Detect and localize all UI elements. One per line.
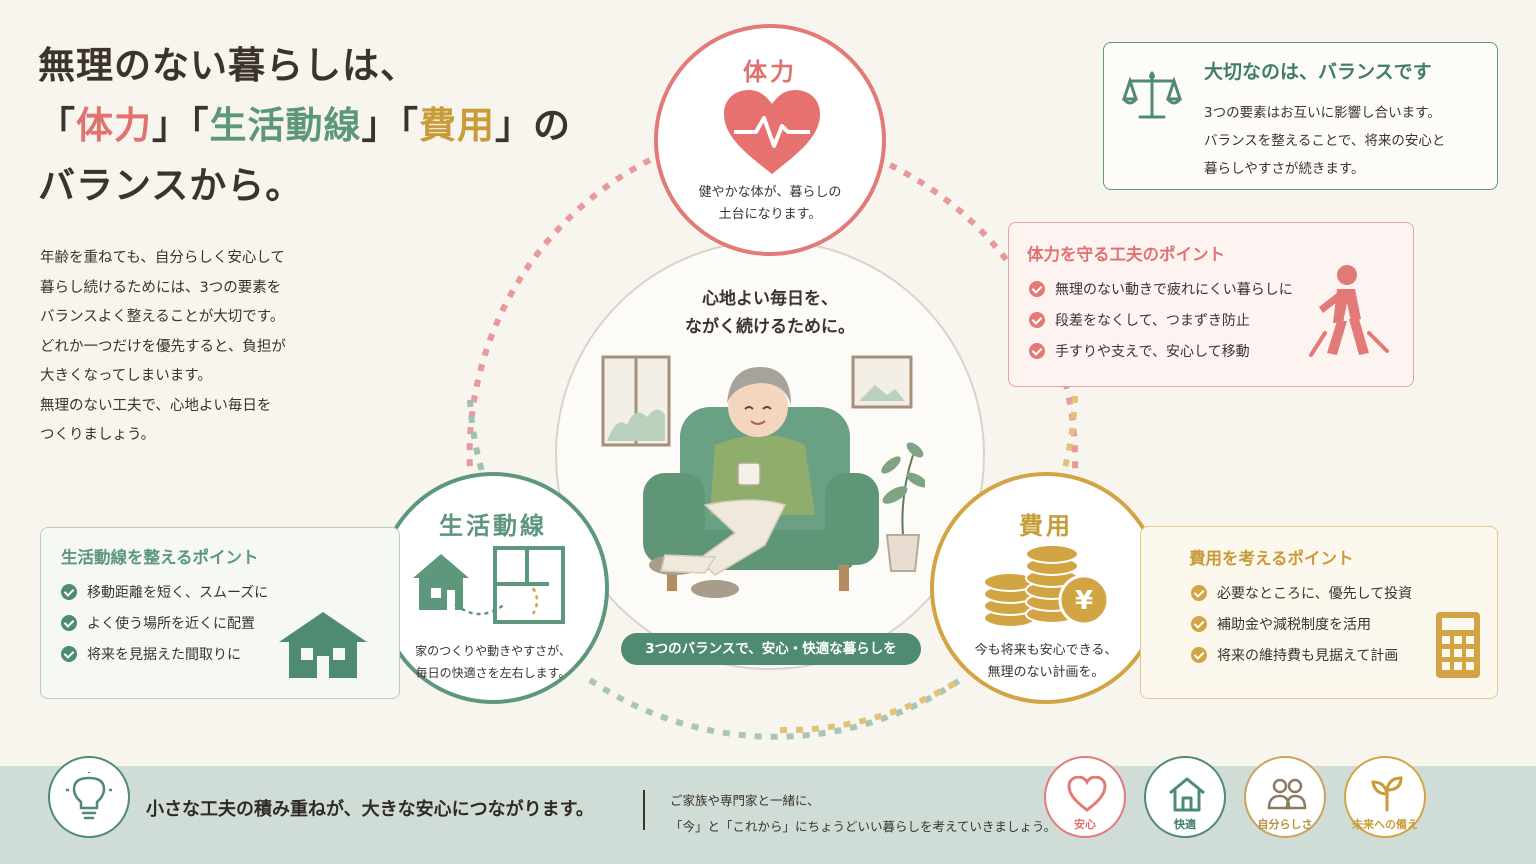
list-item: 補助金や減税制度を活用: [1191, 608, 1412, 639]
calculator-icon: [1436, 612, 1480, 678]
center-title: 心地よい毎日を、 ながく続けるために。: [685, 289, 855, 337]
list-item: 必要なところに、優先して投資: [1191, 577, 1412, 608]
heart-icon: [1067, 776, 1107, 812]
footer-badge-jibunrashisa: 自分らしさ: [1244, 756, 1326, 838]
node-physical-description: 健やかな体が、暮らしの 土台になります。: [698, 185, 842, 222]
cost-points-list: 必要なところに、優先して投資 補助金や減税制度を活用 将来の維持費も見据えて計画: [1191, 577, 1412, 670]
heart-pulse-icon: [724, 90, 820, 174]
footer-sub-message: ご家族や専門家と一緒に、 「今」と「これから」にちょうどいい暮らしを考えていきま…: [670, 793, 1057, 834]
footer-divider: [643, 790, 645, 830]
list-item: 無理のない動きで疲れにくい暮らしに: [1029, 273, 1293, 304]
cost-points-panel: 費用を考えるポイント 必要なところに、優先して投資 補助金や減税制度を活用 将来…: [1140, 526, 1498, 699]
people-icon: [1267, 778, 1307, 810]
headline-line-2: 「体力」「生活動線」「費用」の: [38, 104, 571, 147]
list-item: よく使う場所を近くに配置: [61, 607, 268, 638]
house-icon: [1169, 777, 1205, 812]
check-icon: [61, 614, 77, 631]
footer-badge-mirai: 未来への備え: [1344, 756, 1426, 838]
node-living-title: 生活動線: [439, 512, 547, 540]
elderly-woman-armchair-illustration: [601, 355, 925, 598]
headline-term-cost: 費用: [419, 104, 495, 147]
footer-bulb-badge: [48, 756, 130, 838]
check-icon: [1191, 584, 1207, 601]
list-item: 将来を見据えた間取りに: [61, 638, 268, 669]
physical-points-title: 体力を守る工夫のポイント: [1027, 245, 1225, 264]
node-cost-description: 今も将来も安心できる、 無理のない計画を。: [974, 643, 1118, 680]
headline-term-physical: 体力: [76, 104, 152, 147]
footer-badge-kaiteki: 快適: [1144, 756, 1226, 838]
physical-points-list: 無理のない動きで疲れにくい暮らしに 段差をなくして、つまずき防止 手すりや支えで…: [1029, 273, 1293, 366]
node-living-description: 家のつくりや動きやすさが、 毎日の快適さを左右します。: [415, 644, 571, 680]
physical-points-panel: 体力を守る工夫のポイント 無理のない動きで疲れにくい暮らしに 段差をなくして、つ…: [1008, 222, 1414, 387]
check-icon: [61, 583, 77, 600]
check-icon: [1191, 646, 1207, 663]
footer-badge-anshin: 安心: [1044, 756, 1126, 838]
center-balance-badge: 3つのバランスで、安心・快適な暮らしを: [621, 633, 921, 665]
svg-text:¥: ¥: [1075, 586, 1093, 616]
check-icon: [1029, 311, 1045, 328]
balance-title: 大切なのは、バランスです: [1204, 61, 1432, 83]
node-living: 生活動線 家のつくりや動きやすさが、 毎日の快適さを左右します。: [377, 472, 609, 704]
walking-person-icon: [1309, 265, 1389, 357]
list-item: 手すりや支えで、安心して移動: [1029, 335, 1293, 366]
node-cost: 費用 ¥ 今も将来も安心できる、 無理のない計画を。: [930, 472, 1162, 704]
coins-yen-icon: ¥: [983, 544, 1110, 628]
headline-term-living: 生活動線: [209, 104, 362, 147]
check-icon: [61, 645, 77, 662]
living-points-title: 生活動線を整えるポイント: [61, 548, 259, 567]
footer-main-message: 小さな工夫の積み重ねが、大きな安心につながります。: [146, 799, 594, 820]
check-icon: [1191, 615, 1207, 632]
headline-line-1: 無理のない暮らしは、: [38, 44, 418, 87]
headline: 無理のない暮らしは、 「体力」「生活動線」「費用」の バランスから。: [38, 36, 598, 216]
check-icon: [1029, 342, 1045, 359]
check-icon: [1029, 280, 1045, 297]
living-points-panel: 生活動線を整えるポイント 移動距離を短く、スムーズに よく使う場所を近くに配置 …: [40, 527, 400, 699]
list-item: 段差をなくして、つまずき防止: [1029, 304, 1293, 335]
list-item: 移動距離を短く、スムーズに: [61, 576, 268, 607]
balance-body: 3つの要素はお互いに影響し合います。 バランスを整えることで、将来の安心と 暮ら…: [1204, 105, 1446, 177]
intro-text: 年齢を重ねても、自分らしく安心して 暮らし続けるためには、3つの要素を バランス…: [40, 250, 286, 443]
scale-balance-icon: [1122, 71, 1182, 119]
headline-line-3: バランスから。: [38, 164, 304, 207]
living-points-list: 移動距離を短く、スムーズに よく使う場所を近くに配置 将来を見据えた間取りに: [61, 576, 268, 669]
list-item: 将来の維持費も見据えて計画: [1191, 639, 1412, 670]
node-physical: 体力 健やかな体が、暮らしの 土台になります。: [654, 24, 886, 256]
house-floorplan-icon: [413, 546, 565, 624]
node-physical-title: 体力: [743, 58, 797, 86]
house-icon: [279, 612, 367, 678]
sprout-icon: [1371, 776, 1403, 812]
node-cost-title: 費用: [1019, 512, 1073, 540]
balance-panel: 大切なのは、バランスです 3つの要素はお互いに影響し合います。 バランスを整える…: [1103, 42, 1498, 190]
cost-points-title: 費用を考えるポイント: [1189, 549, 1354, 568]
lightbulb-icon: [66, 772, 112, 820]
